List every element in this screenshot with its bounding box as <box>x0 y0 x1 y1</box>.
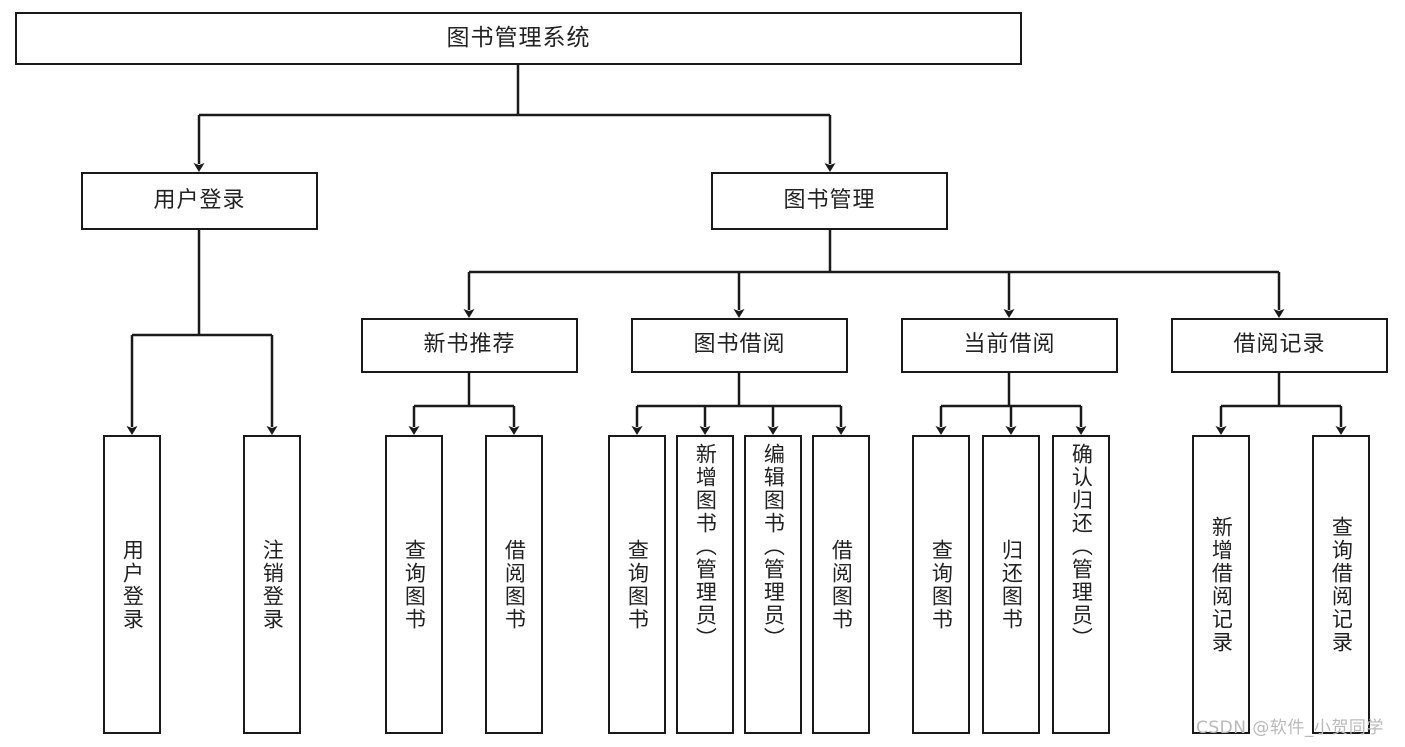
node-borrow-record[interactable]: 借阅记录 <box>1171 318 1388 373</box>
node-leaf-user-login-label: 用户登录 <box>120 538 145 631</box>
node-new-book-recommend[interactable]: 新书推荐 <box>361 318 578 373</box>
node-leaf-edit-book-admin-label: 编辑图书（管理员） <box>761 443 786 650</box>
edge-group-current-borrow <box>935 373 1087 435</box>
node-leaf-borrow-book-2-label: 借阅图书 <box>829 538 854 631</box>
node-leaf-query-book-1[interactable]: 查询图书 <box>385 435 443 734</box>
node-leaf-edit-book-admin[interactable]: 编辑图书（管理员） <box>744 435 802 734</box>
node-leaf-return-book[interactable]: 归还图书 <box>982 435 1040 734</box>
node-new-book-recommend-label: 新书推荐 <box>423 332 516 358</box>
node-leaf-query-borrow-record-label: 查询借阅记录 <box>1329 515 1354 654</box>
node-leaf-query-book-3[interactable]: 查询图书 <box>912 435 970 734</box>
node-root[interactable]: 图书管理系统 <box>15 12 1022 65</box>
node-root-label: 图书管理系统 <box>446 24 591 51</box>
csdn-watermark: CSDN @软件_小贺同学 <box>1196 713 1384 738</box>
edge-group-new-book-recommend <box>408 373 520 435</box>
node-leaf-add-book-admin-label: 新增图书（管理员） <box>693 443 718 650</box>
node-leaf-query-book-1-label: 查询图书 <box>402 538 427 631</box>
edge-group-borrow-record <box>1215 373 1347 435</box>
node-book-management[interactable]: 图书管理 <box>711 172 948 230</box>
node-leaf-user-logout-label: 注销登录 <box>260 538 285 631</box>
node-leaf-query-book-2[interactable]: 查询图书 <box>608 435 666 734</box>
node-leaf-borrow-book-2[interactable]: 借阅图书 <box>812 435 870 734</box>
node-leaf-add-borrow-record[interactable]: 新增借阅记录 <box>1192 435 1250 734</box>
node-leaf-user-logout[interactable]: 注销登录 <box>243 435 301 734</box>
edge-group-book-borrow <box>631 373 847 435</box>
edge-group-root <box>193 65 836 172</box>
node-leaf-query-book-2-label: 查询图书 <box>625 538 650 631</box>
node-leaf-confirm-return-admin-label: 确认归还（管理员） <box>1069 443 1094 650</box>
node-leaf-borrow-book-1[interactable]: 借阅图书 <box>485 435 543 734</box>
node-book-borrow[interactable]: 图书借阅 <box>631 318 848 373</box>
edge-group-book-management <box>463 230 1285 318</box>
node-current-borrow-label: 当前借阅 <box>963 332 1056 358</box>
node-leaf-confirm-return-admin[interactable]: 确认归还（管理员） <box>1052 435 1110 734</box>
node-current-borrow[interactable]: 当前借阅 <box>901 318 1118 373</box>
node-leaf-return-book-label: 归还图书 <box>999 538 1024 631</box>
node-leaf-query-borrow-record[interactable]: 查询借阅记录 <box>1312 435 1370 734</box>
node-user-login[interactable]: 用户登录 <box>81 172 318 230</box>
node-leaf-add-borrow-record-label: 新增借阅记录 <box>1209 515 1234 654</box>
node-book-borrow-label: 图书借阅 <box>693 332 786 358</box>
csdn-watermark-text: CSDN @软件_小贺同学 <box>1196 718 1384 738</box>
node-user-login-label: 用户登录 <box>153 187 246 213</box>
node-borrow-record-label: 借阅记录 <box>1233 332 1326 358</box>
node-leaf-borrow-book-1-label: 借阅图书 <box>502 538 527 631</box>
node-book-management-label: 图书管理 <box>783 187 876 213</box>
node-leaf-query-book-3-label: 查询图书 <box>929 538 954 631</box>
node-leaf-add-book-admin[interactable]: 新增图书（管理员） <box>676 435 734 734</box>
edge-group-user-login <box>126 230 278 435</box>
node-leaf-user-login[interactable]: 用户登录 <box>103 435 161 734</box>
